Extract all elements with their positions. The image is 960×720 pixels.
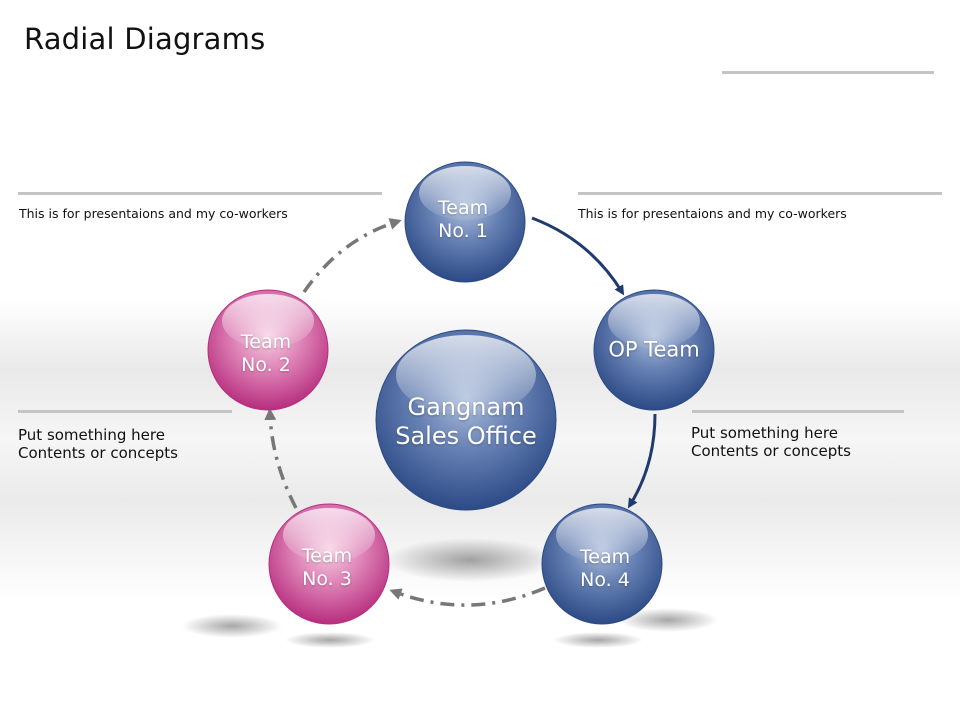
arrow-team2-to-team1	[302, 218, 402, 293]
team4-label-line1: Team	[579, 546, 631, 568]
arrow-team3-to-team2	[264, 408, 298, 509]
team3-label-line2: No. 3	[302, 568, 352, 590]
node-op-team	[593, 289, 715, 411]
team2-label-line1: Team	[240, 331, 292, 353]
slide-title: Radial Diagrams	[24, 22, 266, 56]
caption-mid-right-line2: Contents or concepts	[691, 442, 851, 460]
arrow-team4-to-team3	[389, 586, 546, 607]
caption-mid-left-line1: Put something here	[18, 426, 165, 444]
mid-right-rule	[692, 410, 904, 413]
center-label-line2: Sales Office	[395, 422, 537, 450]
caption-top-left: This is for presentaions and my co-worke…	[19, 206, 288, 221]
op-team-label: OP Team	[608, 338, 699, 363]
shadow-center	[385, 538, 555, 582]
team1-label: Team No. 1	[438, 197, 488, 243]
caption-mid-right: Put something here Contents or concepts	[691, 424, 851, 460]
node-team4	[541, 503, 663, 625]
shadow-team4	[618, 608, 718, 632]
shadow-team3	[182, 614, 282, 638]
node-team3	[268, 503, 390, 625]
team1-label-line1: Team	[437, 197, 489, 219]
center-label: Gangnam Sales Office	[395, 393, 537, 451]
node-team1	[404, 161, 526, 283]
center-label-line1: Gangnam	[407, 393, 525, 421]
team2-label-line2: No. 2	[241, 354, 291, 376]
top-right-caption-rule	[578, 192, 942, 195]
top-right-rule	[722, 71, 934, 74]
shadow-team4b	[553, 632, 643, 648]
team1-label-line2: No. 1	[438, 220, 488, 242]
arrow-op-to-team4	[627, 413, 657, 509]
team4-label: Team No. 4	[580, 546, 630, 592]
caption-mid-left: Put something here Contents or concepts	[18, 426, 178, 462]
caption-top-right: This is for presentaions and my co-worke…	[578, 206, 847, 221]
shadow-team3b	[285, 632, 375, 648]
caption-mid-right-line1: Put something here	[691, 424, 838, 442]
team3-label: Team No. 3	[302, 545, 352, 591]
center-node	[375, 329, 557, 511]
caption-mid-left-line2: Contents or concepts	[18, 444, 178, 462]
arrow-team1-to-op	[531, 216, 625, 296]
mid-left-rule	[18, 410, 232, 413]
node-team2	[207, 289, 329, 411]
team2-label: Team No. 2	[241, 331, 291, 377]
team4-label-line2: No. 4	[580, 569, 630, 591]
team3-label-line1: Team	[301, 545, 353, 567]
top-left-rule	[18, 192, 382, 195]
op-team-label-line1: OP Team	[608, 337, 700, 362]
